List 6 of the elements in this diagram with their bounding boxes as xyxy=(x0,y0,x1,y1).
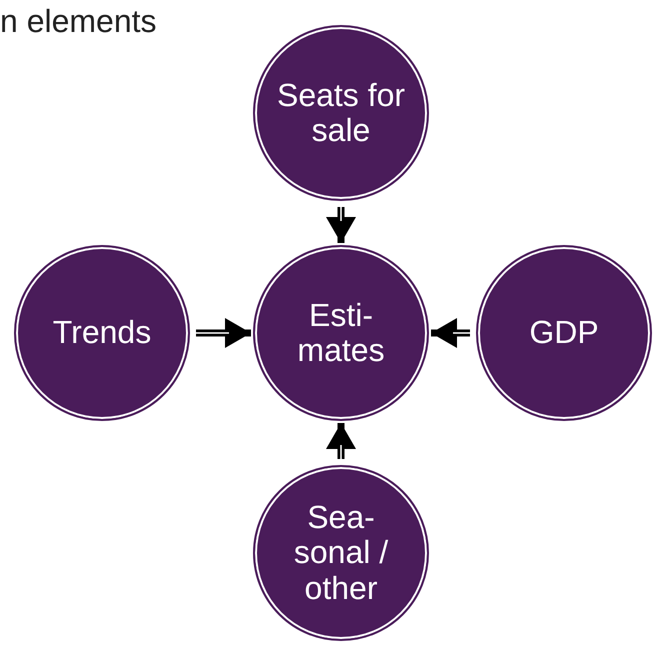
node-label: Seats for sale xyxy=(276,78,406,148)
title: n elements xyxy=(0,2,157,40)
node-label: GDP xyxy=(528,315,600,351)
node-label: Esti- mates xyxy=(296,298,386,368)
node-label: Trends xyxy=(52,315,152,351)
node-label: Sea- sonal / other xyxy=(292,500,390,606)
